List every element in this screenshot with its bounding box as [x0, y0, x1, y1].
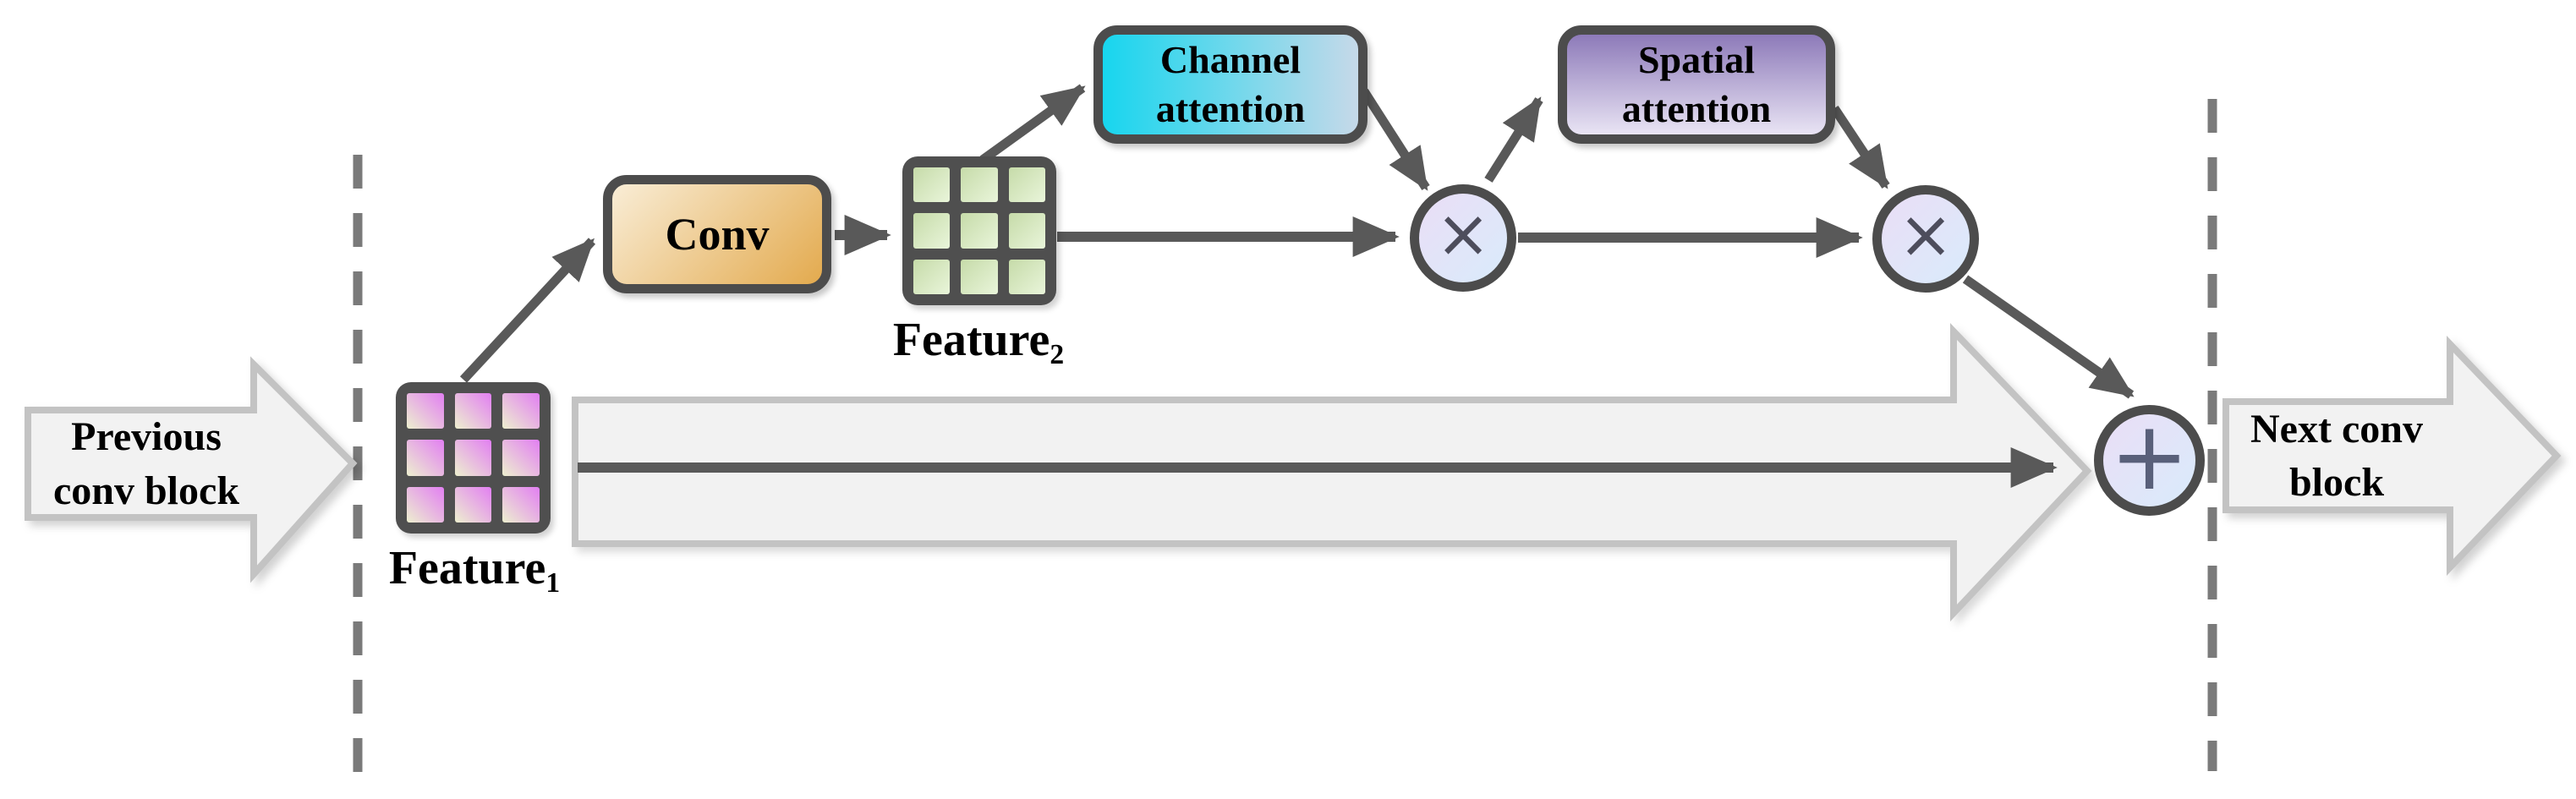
feature1-cell	[407, 440, 444, 476]
label-line: Next conv	[2250, 406, 2423, 451]
feature1-label-subscript: 1	[545, 567, 561, 599]
next-conv-block-arrow-shape	[2222, 336, 2562, 576]
arrow-spatial-attention-to-multiply2	[1830, 105, 1890, 189]
label-line: Spatial	[1637, 38, 1756, 82]
conv-box-label: Conv	[665, 209, 770, 260]
feature2-cell	[913, 213, 951, 249]
label-line: block	[2288, 460, 2385, 505]
feature1-cell	[454, 440, 492, 476]
feature2-cell	[1008, 213, 1045, 249]
feature2-label-subscript: 2	[1050, 339, 1065, 371]
multiply-operator-1: ×	[1410, 184, 1516, 292]
feature1-label-base: Feature	[388, 542, 546, 594]
channel-attention-box: Channel attention	[1093, 25, 1367, 144]
arrow-multiply1-to-spatial-attention	[1484, 96, 1543, 183]
add-operator: +	[2094, 401, 2205, 516]
feature1-cell	[454, 393, 492, 430]
feature1-cell	[407, 486, 444, 523]
label-line: Previous	[71, 414, 222, 460]
feature2-grid	[902, 156, 1056, 305]
label-line: attention	[1621, 87, 1772, 130]
arrow-multiply2-to-add	[1962, 275, 2135, 399]
previous-conv-block-arrow-shape	[25, 356, 358, 583]
multiply-operator-2: ×	[1872, 185, 1979, 293]
feature2-label-base: Feature	[892, 314, 1050, 366]
feature2-cell	[913, 167, 951, 203]
feature2-cell	[961, 167, 998, 203]
feature2-cell	[1008, 167, 1045, 203]
next-conv-block-label: Next conv block	[2222, 402, 2451, 510]
arrow-feature1-to-conv	[459, 238, 596, 383]
feature2-label: Feature2	[868, 313, 1089, 371]
spatial-attention-box: Spatial attention	[1558, 25, 1835, 144]
feature2-cell	[913, 259, 951, 294]
label-line: conv block	[52, 468, 240, 513]
conv-box: Conv	[603, 175, 831, 293]
feature1-grid	[396, 382, 551, 534]
feature1-cell	[454, 486, 492, 523]
feature1-cell	[407, 393, 444, 430]
label-line: attention	[1155, 87, 1306, 130]
feature2-cell	[961, 213, 998, 249]
multiply-icon: ×	[1435, 195, 1491, 272]
feature2-cell	[1008, 259, 1045, 294]
arrow-feature2-to-channel-attention	[979, 84, 1086, 164]
label-line: Channel	[1159, 38, 1302, 82]
plus-icon: +	[2109, 401, 2190, 512]
feature1-cell	[502, 486, 540, 523]
previous-conv-block-label: Previous conv block	[28, 410, 265, 517]
multiply-icon: ×	[1898, 196, 1954, 273]
feature1-label: Feature1	[364, 541, 585, 599]
feature1-cell	[502, 440, 540, 476]
feature2-cell	[961, 259, 998, 294]
arrow-channel-attention-to-multiply1	[1360, 89, 1430, 191]
feature1-cell	[502, 393, 540, 430]
